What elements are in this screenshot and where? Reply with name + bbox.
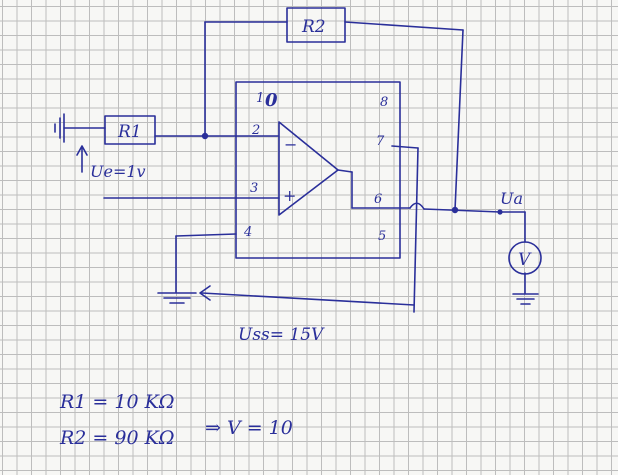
pin-1-marker: 0 [265,90,278,111]
resistor-r1 [104,115,156,145]
pin-6-label: 6 [374,192,382,207]
pin-2-label: 2 [251,123,260,138]
ue-label: Ue=1v [90,162,146,181]
pin-7-label: 7 [376,134,385,149]
voltmeter-label: V [518,250,532,270]
ic-package [235,81,401,259]
ue-arrow [76,145,88,173]
pin-1-label: 1 [256,91,264,106]
resistor-r2-label: R2 [301,17,326,37]
wire-pin7-supply [199,145,419,313]
feedback-wire [204,21,464,211]
pin-5-label: 5 [378,229,386,244]
pin-3-label: 3 [250,181,258,196]
pin-4-label: 4 [243,225,252,240]
opamp-inverting-sign: − [284,135,297,154]
opamp-noninverting-sign: + [283,186,296,205]
gain-result-note: ⇒ V = 10 [205,417,293,439]
ground-left-icon [157,292,197,304]
opamp-triangle [278,121,339,216]
resistor-r2 [286,7,346,43]
wire-output [337,169,501,213]
voltmeter-circle [508,241,542,275]
resistor-r1-label: R1 [117,122,142,142]
ua-label: Ua [500,189,523,208]
junction-node-output [451,206,459,214]
r1-value-note: R1 = 10 KΩ [59,391,175,413]
input-ground-hatch [54,113,106,143]
pin-8-label: 8 [380,95,388,110]
r2-value-note: R2 = 90 KΩ [59,427,175,449]
ground-right-icon [512,293,539,305]
wire-pin4-ground [175,233,237,293]
supply-voltage-label: Uss= 15V [238,325,325,345]
